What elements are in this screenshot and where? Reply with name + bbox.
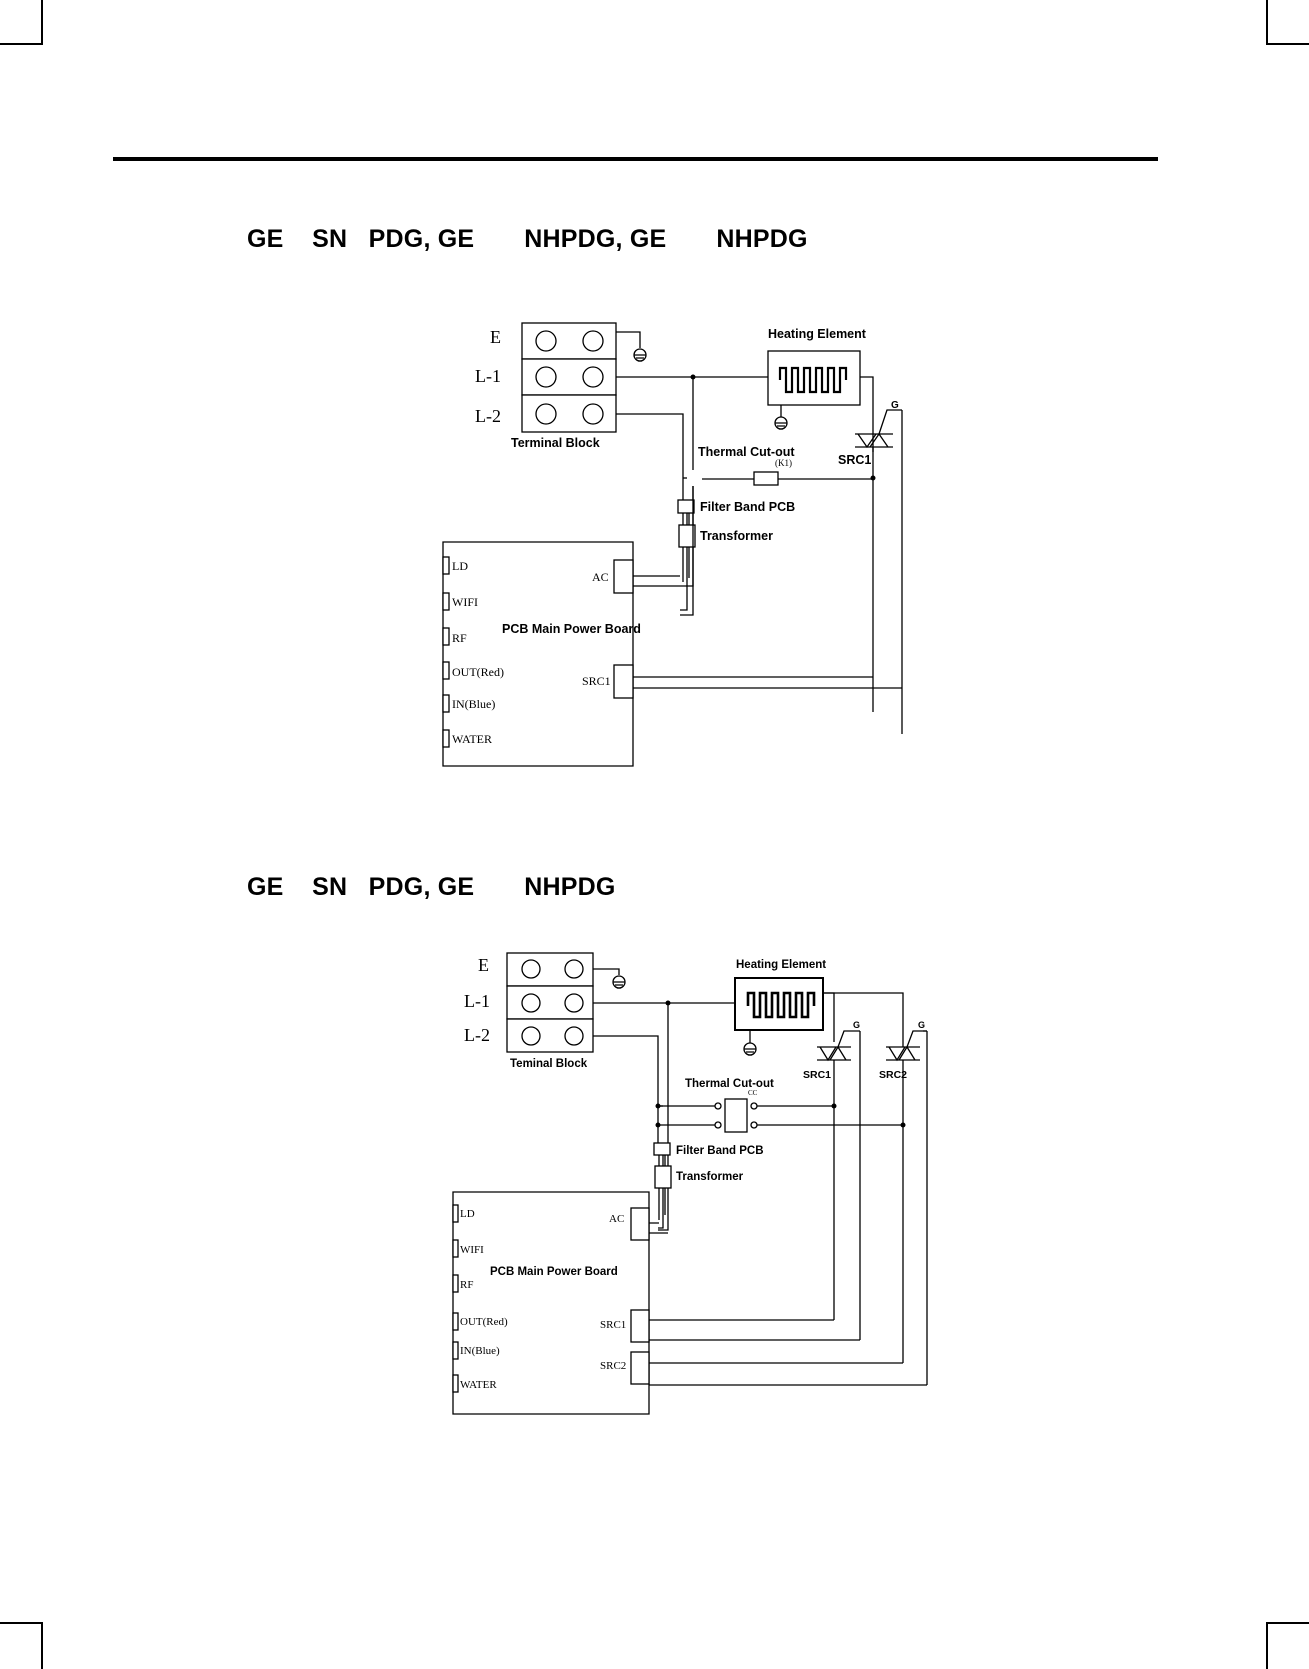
crop-mark [41, 0, 43, 45]
connector-src1: SRC1 [582, 674, 611, 688]
connector-ac: AC [592, 570, 609, 584]
header-rule [113, 157, 1158, 161]
terminal-label-l1: L-1 [475, 366, 501, 386]
terminal-label-e: E [478, 955, 489, 975]
connector-wifi: WIFI [452, 595, 478, 609]
connector-src1: SRC1 [600, 1319, 626, 1331]
filter-band-label: Filter Band PCB [700, 500, 795, 514]
terminal-block-label: Teminal Block [510, 1058, 588, 1070]
thermal-cutout-code: CC [748, 1089, 758, 1097]
crop-mark [1266, 1622, 1268, 1669]
main-power-board [452, 1191, 650, 1415]
connector-water: WATER [452, 732, 492, 746]
connector-in-blue: IN(Blue) [452, 697, 495, 711]
triac-src2 [886, 1030, 927, 1062]
crop-mark [1266, 1622, 1309, 1624]
connector-rf: RF [452, 631, 467, 645]
transformer-label: Transformer [676, 1171, 744, 1183]
main-board-label: PCB Main Power Board [490, 1266, 618, 1278]
triac-src2-label: SRC2 [879, 1069, 907, 1081]
heating-element-label: Heating Element [736, 959, 826, 971]
filter-band-pcb [653, 1142, 671, 1156]
connector-out-red: OUT(Red) [452, 665, 504, 679]
triac-gate-label: G [918, 1020, 925, 1030]
thermal-cutout-label: Thermal Cut-out [685, 1078, 774, 1090]
triac-src1-label: SRC1 [803, 1069, 831, 1081]
filter-band-pcb [677, 499, 695, 514]
crop-mark [0, 1622, 43, 1624]
connector-in-blue: IN(Blue) [460, 1345, 500, 1357]
main-power-board [442, 541, 634, 767]
crop-mark [1266, 43, 1309, 45]
triac-src1-label: SRC1 [838, 453, 871, 467]
terminal-label-e: E [490, 327, 501, 347]
heating-element [734, 977, 824, 1031]
ground-icon [633, 348, 647, 362]
ground-icon [612, 975, 626, 989]
terminal-block-label: Terminal Block [511, 436, 600, 450]
terminal-block [506, 952, 594, 1053]
heating-element [767, 350, 861, 406]
crop-mark [41, 1622, 43, 1669]
connector-ld: LD [460, 1208, 475, 1220]
diagram-2-heading: GE SN PDG, GE NHPDG [247, 873, 616, 901]
triac-gate-label: G [891, 400, 899, 411]
connector-ac: AC [609, 1213, 624, 1225]
connector-src2: SRC2 [600, 1360, 626, 1372]
thermal-cutout-code: (K1) [775, 458, 792, 468]
ground-icon [743, 1042, 757, 1056]
triac-src1 [817, 1030, 856, 1062]
wiring-diagram-2: E L-1 L-2 Teminal Block Heating Element [452, 952, 928, 1415]
ground-icon [774, 416, 788, 430]
terminal-label-l2: L-2 [464, 1025, 490, 1045]
connector-water: WATER [460, 1379, 497, 1391]
transformer-label: Transformer [700, 529, 773, 543]
filter-band-label: Filter Band PCB [676, 1145, 764, 1157]
transformer [654, 1165, 672, 1189]
thermal-cutout [714, 1098, 758, 1133]
diagram-1-heading: GE SN PDG, GE NHPDG, GE NHPDG [247, 225, 808, 253]
transformer [678, 524, 696, 548]
triac-src1 [855, 409, 902, 449]
terminal-label-l1: L-1 [464, 991, 490, 1011]
heating-element-label: Heating Element [768, 327, 867, 341]
wiring-diagram-1: E L-1 L-2 Terminal Block Heating Element [442, 322, 903, 767]
main-board-label: PCB Main Power Board [502, 622, 641, 636]
terminal-label-l2: L-2 [475, 406, 501, 426]
thermal-cutout [753, 471, 779, 486]
connector-wifi: WIFI [460, 1244, 484, 1256]
connector-out-red: OUT(Red) [460, 1316, 508, 1328]
thermal-cutout-label: Thermal Cut-out [698, 445, 795, 459]
triac-gate-label: G [853, 1020, 860, 1030]
connector-rf: RF [460, 1279, 473, 1291]
crop-mark [1266, 0, 1268, 45]
crop-mark [0, 43, 43, 45]
connector-ld: LD [452, 559, 468, 573]
terminal-block [521, 322, 617, 433]
